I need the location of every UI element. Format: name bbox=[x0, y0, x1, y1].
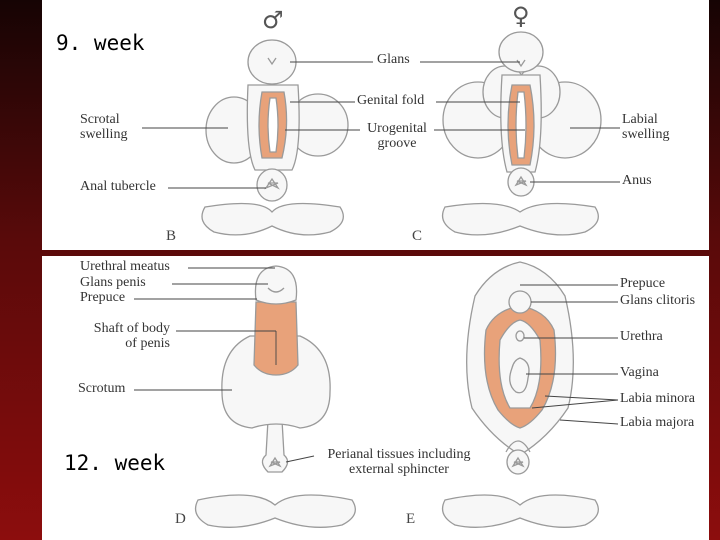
urethra-e bbox=[516, 331, 524, 341]
label-urethral-meatus: Urethral meatus bbox=[80, 260, 170, 275]
glans-clitoris-e bbox=[509, 291, 531, 313]
caption-week-12: 12. week bbox=[58, 448, 171, 478]
label-anal-tubercle: Anal tubercle bbox=[80, 180, 156, 195]
female-symbol-icon: ♀ bbox=[512, 2, 530, 30]
buttocks-c bbox=[443, 203, 599, 234]
glans-penis-d bbox=[255, 266, 296, 304]
label-labial-swelling: Labial swelling bbox=[622, 113, 669, 142]
label-labia-minora: Labia minora bbox=[620, 392, 695, 407]
label-urethra: Urethra bbox=[620, 330, 663, 345]
label-vagina: Vagina bbox=[620, 366, 659, 381]
label-labia-majora: Labia majora bbox=[620, 416, 694, 431]
label-glans-penis: Glans penis bbox=[80, 276, 146, 291]
label-scrotum: Scrotum bbox=[78, 382, 125, 397]
buttocks-e bbox=[443, 495, 599, 527]
male-symbol-icon: ♂ bbox=[262, 6, 284, 34]
label-perianal: Perianal tissues including external sphi… bbox=[306, 448, 492, 477]
panel-label-e: E bbox=[406, 511, 415, 528]
panel-label-c: C bbox=[412, 228, 422, 245]
label-glans: Glans bbox=[377, 53, 410, 68]
panel-label-b: B bbox=[166, 228, 176, 245]
label-genital-fold: Genital fold bbox=[357, 94, 424, 109]
label-scrotal-swelling: Scrotal swelling bbox=[80, 113, 127, 142]
buttocks-b bbox=[202, 203, 343, 234]
label-prepuce-female: Prepuce bbox=[620, 277, 665, 292]
panel-label-d: D bbox=[175, 511, 186, 528]
label-urogenital-groove: Urogenital groove bbox=[358, 122, 436, 151]
label-anus: Anus bbox=[622, 174, 652, 189]
label-glans-clitoris: Glans clitoris bbox=[620, 294, 695, 309]
caption-week-9: 9. week bbox=[50, 28, 151, 58]
label-prepuce-male: Prepuce bbox=[80, 291, 125, 306]
buttocks-d bbox=[196, 495, 356, 527]
glans-b bbox=[248, 40, 296, 84]
label-shaft: Shaft of body of penis bbox=[70, 322, 170, 351]
